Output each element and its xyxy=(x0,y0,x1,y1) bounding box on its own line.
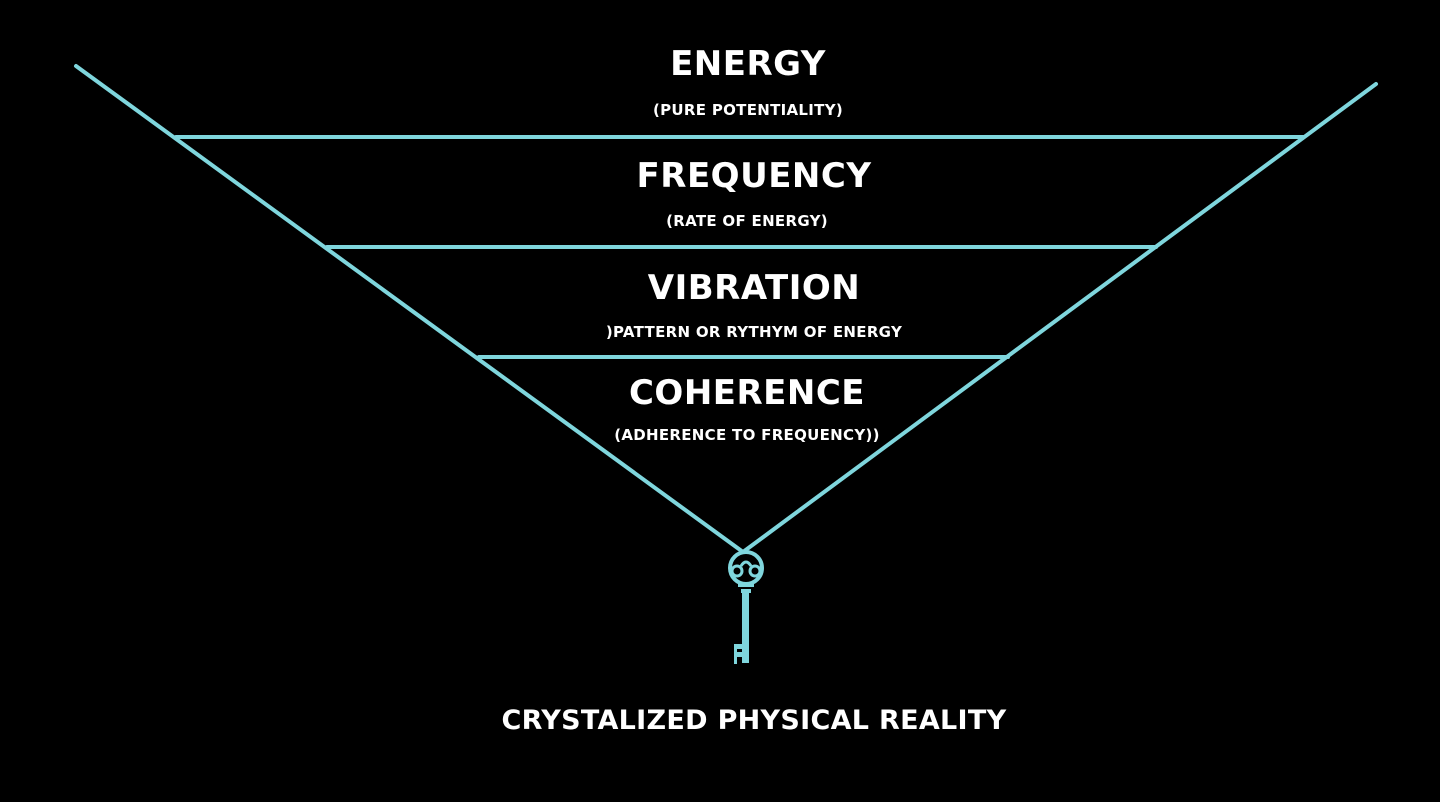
level-title-frequency: FREQUENCY xyxy=(636,156,872,196)
level-title-energy: ENERGY xyxy=(670,44,826,84)
antique-key-icon xyxy=(728,550,764,664)
level-title-coherence: COHERENCE xyxy=(628,373,866,413)
level-subtitle-energy: (PURE POTENTIALITY) xyxy=(652,101,844,119)
level-subtitle-vibration: )PATTERN OR RYTHYM OF ENERGY xyxy=(605,323,903,341)
footer-caption: CRYSTALIZED PHYSICAL REALITY xyxy=(501,705,1007,736)
level-title-vibration: VIBRATION xyxy=(647,268,861,308)
level-subtitle-frequency: (RATE OF ENERGY) xyxy=(666,212,828,230)
triangle-right-edge xyxy=(741,82,1378,554)
level-subtitle-coherence: (ADHERENCE TO FREQUENCY)) xyxy=(614,426,880,444)
triangle-left-edge xyxy=(74,64,745,554)
